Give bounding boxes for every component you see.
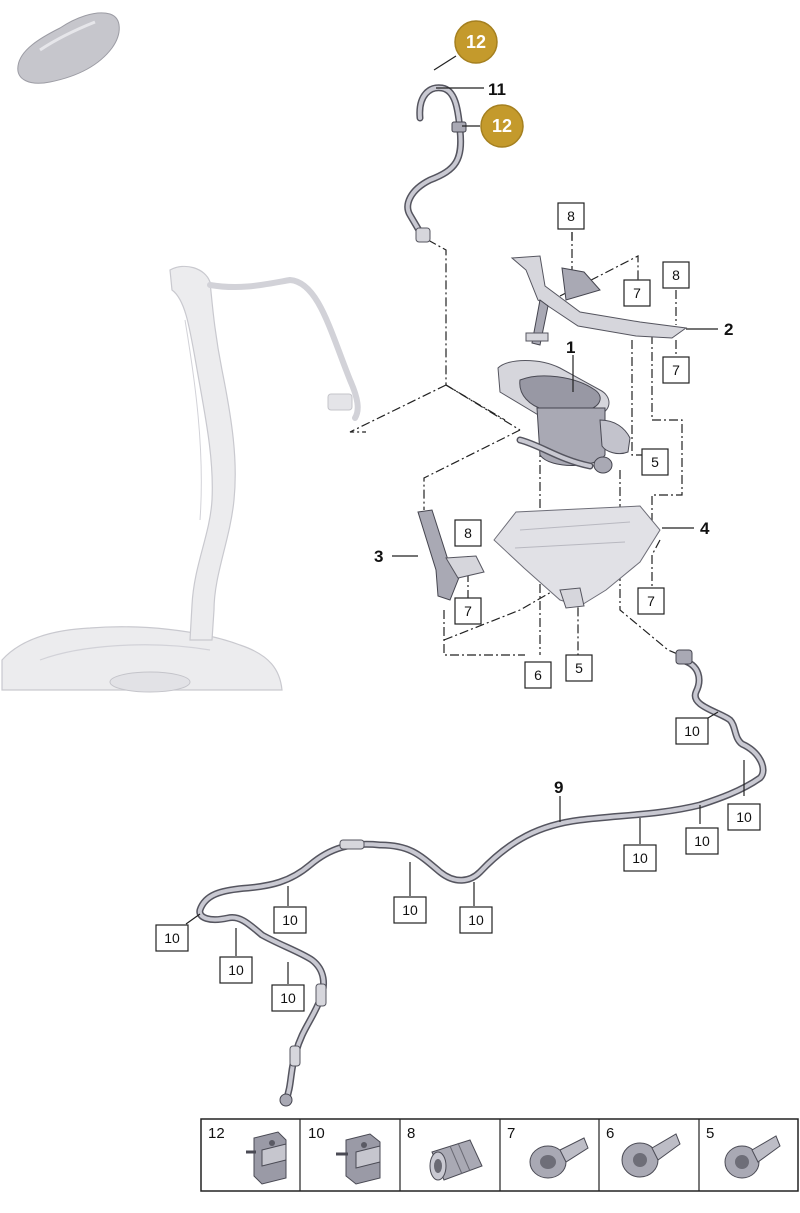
svg-text:10: 10 bbox=[468, 912, 484, 928]
callout-box: 6 bbox=[524, 661, 552, 689]
svg-text:10: 10 bbox=[694, 833, 710, 849]
svg-text:10: 10 bbox=[632, 850, 648, 866]
leader-lines bbox=[185, 55, 745, 984]
svg-text:10: 10 bbox=[684, 723, 700, 739]
fuel-filler-ghost bbox=[1, 265, 361, 693]
svg-text:6: 6 bbox=[534, 667, 542, 683]
callout-box: 10 bbox=[393, 896, 427, 924]
svg-text:5: 5 bbox=[575, 660, 583, 676]
clip-icon bbox=[246, 1131, 287, 1185]
svg-text:8: 8 bbox=[407, 1125, 415, 1142]
callout-box: 10 bbox=[155, 924, 189, 952]
part-11-hose bbox=[404, 84, 467, 243]
callout-box: 8 bbox=[662, 261, 690, 289]
vehicle-thumbnail-icon bbox=[17, 12, 120, 84]
svg-text:5: 5 bbox=[706, 1125, 714, 1142]
legend-cell-6: 6 bbox=[606, 1125, 681, 1178]
svg-text:10: 10 bbox=[280, 990, 296, 1006]
callout-box: 10 bbox=[675, 717, 709, 745]
legend-cell-7: 7 bbox=[507, 1125, 589, 1179]
bolt-icon bbox=[621, 1133, 681, 1178]
svg-text:7: 7 bbox=[672, 362, 680, 378]
callout-box: 7 bbox=[623, 279, 651, 307]
svg-text:10: 10 bbox=[308, 1125, 325, 1142]
callout-box: 10 bbox=[273, 906, 307, 934]
legend-cell-12: 12 bbox=[208, 1125, 287, 1185]
svg-text:12: 12 bbox=[466, 32, 486, 52]
callout-1: 1 bbox=[566, 338, 575, 357]
svg-text:10: 10 bbox=[736, 809, 752, 825]
nut-icon bbox=[429, 1139, 483, 1181]
svg-text:10: 10 bbox=[228, 962, 244, 978]
svg-text:7: 7 bbox=[647, 593, 655, 609]
part-2-bracket bbox=[510, 255, 688, 346]
callout-box: 10 bbox=[685, 827, 719, 855]
callout-box: 8 bbox=[557, 202, 585, 230]
callout-box: 10 bbox=[727, 803, 761, 831]
part-9-pipe bbox=[196, 649, 767, 1107]
callout-box: 7 bbox=[637, 587, 665, 615]
svg-text:12: 12 bbox=[492, 116, 512, 136]
callout-box: 7 bbox=[454, 597, 482, 625]
svg-text:10: 10 bbox=[282, 912, 298, 928]
clip-icon bbox=[336, 1133, 381, 1185]
callout-4: 4 bbox=[700, 519, 710, 538]
svg-text:8: 8 bbox=[567, 208, 575, 224]
callout-box: 10 bbox=[219, 956, 253, 984]
bolt-icon bbox=[529, 1137, 589, 1179]
svg-text:6: 6 bbox=[606, 1125, 614, 1142]
svg-text:10: 10 bbox=[402, 902, 418, 918]
legend-cell-10: 10 bbox=[308, 1125, 381, 1185]
svg-text:7: 7 bbox=[464, 603, 472, 619]
parts-legend: 12 10 8 bbox=[200, 1118, 799, 1192]
badge-12-mid: 12 bbox=[480, 104, 524, 148]
callout-box: 7 bbox=[662, 356, 690, 384]
callout-3: 3 bbox=[374, 547, 383, 566]
callout-box: 10 bbox=[623, 844, 657, 872]
callout-box: 5 bbox=[641, 448, 669, 476]
callout-9: 9 bbox=[554, 778, 563, 797]
svg-text:12: 12 bbox=[208, 1125, 225, 1142]
callout-box: 5 bbox=[565, 654, 593, 682]
callout-2: 2 bbox=[724, 320, 733, 339]
callout-box: 8 bbox=[454, 519, 482, 547]
part-4-shield bbox=[493, 505, 661, 609]
part-3-bracket bbox=[417, 509, 485, 601]
callout-11: 11 bbox=[488, 80, 506, 99]
badge-12-top: 12 bbox=[454, 20, 498, 64]
bolt-icon bbox=[724, 1135, 781, 1179]
svg-text:8: 8 bbox=[672, 267, 680, 283]
svg-text:8: 8 bbox=[464, 525, 472, 541]
legend-cell-5: 5 bbox=[706, 1125, 781, 1179]
callout-box: 10 bbox=[459, 906, 493, 934]
svg-text:10: 10 bbox=[164, 930, 180, 946]
svg-text:7: 7 bbox=[507, 1125, 515, 1142]
callout-box: 10 bbox=[271, 984, 305, 1012]
legend-cell-8: 8 bbox=[407, 1125, 483, 1181]
part-1-canister bbox=[497, 360, 631, 474]
svg-text:5: 5 bbox=[651, 454, 659, 470]
svg-text:7: 7 bbox=[633, 285, 641, 301]
